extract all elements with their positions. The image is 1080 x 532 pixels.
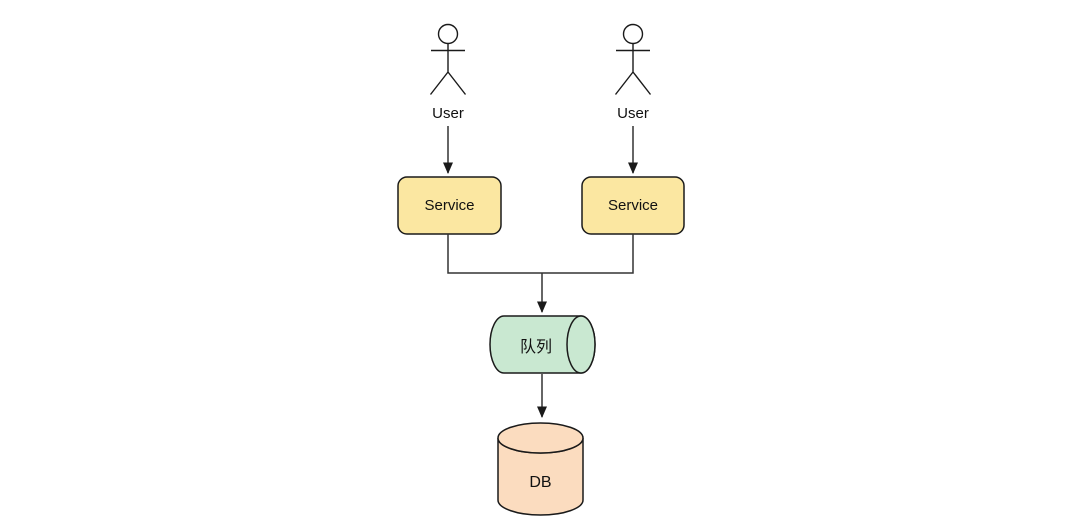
merge-connector <box>447 234 634 274</box>
actor-limbs-icon <box>429 43 467 95</box>
service-right-label: Service <box>607 197 659 214</box>
user-right-label: User <box>617 104 649 122</box>
db-top <box>497 422 584 454</box>
actor-head-icon <box>437 23 459 45</box>
actor-head-icon <box>622 23 644 45</box>
actor-left-figure <box>429 23 467 95</box>
queue-rim <box>566 315 596 374</box>
actor-right-figure <box>614 23 652 95</box>
queue-cylinder <box>489 315 596 374</box>
service-left-box <box>397 176 502 235</box>
service-left-label: Service <box>424 197 475 214</box>
queue-label: 队列 <box>519 338 552 356</box>
actor-limbs-icon <box>614 43 652 95</box>
user-left-label: User <box>432 104 464 122</box>
db-label: DB <box>529 474 552 491</box>
db-cylinder <box>497 422 584 516</box>
